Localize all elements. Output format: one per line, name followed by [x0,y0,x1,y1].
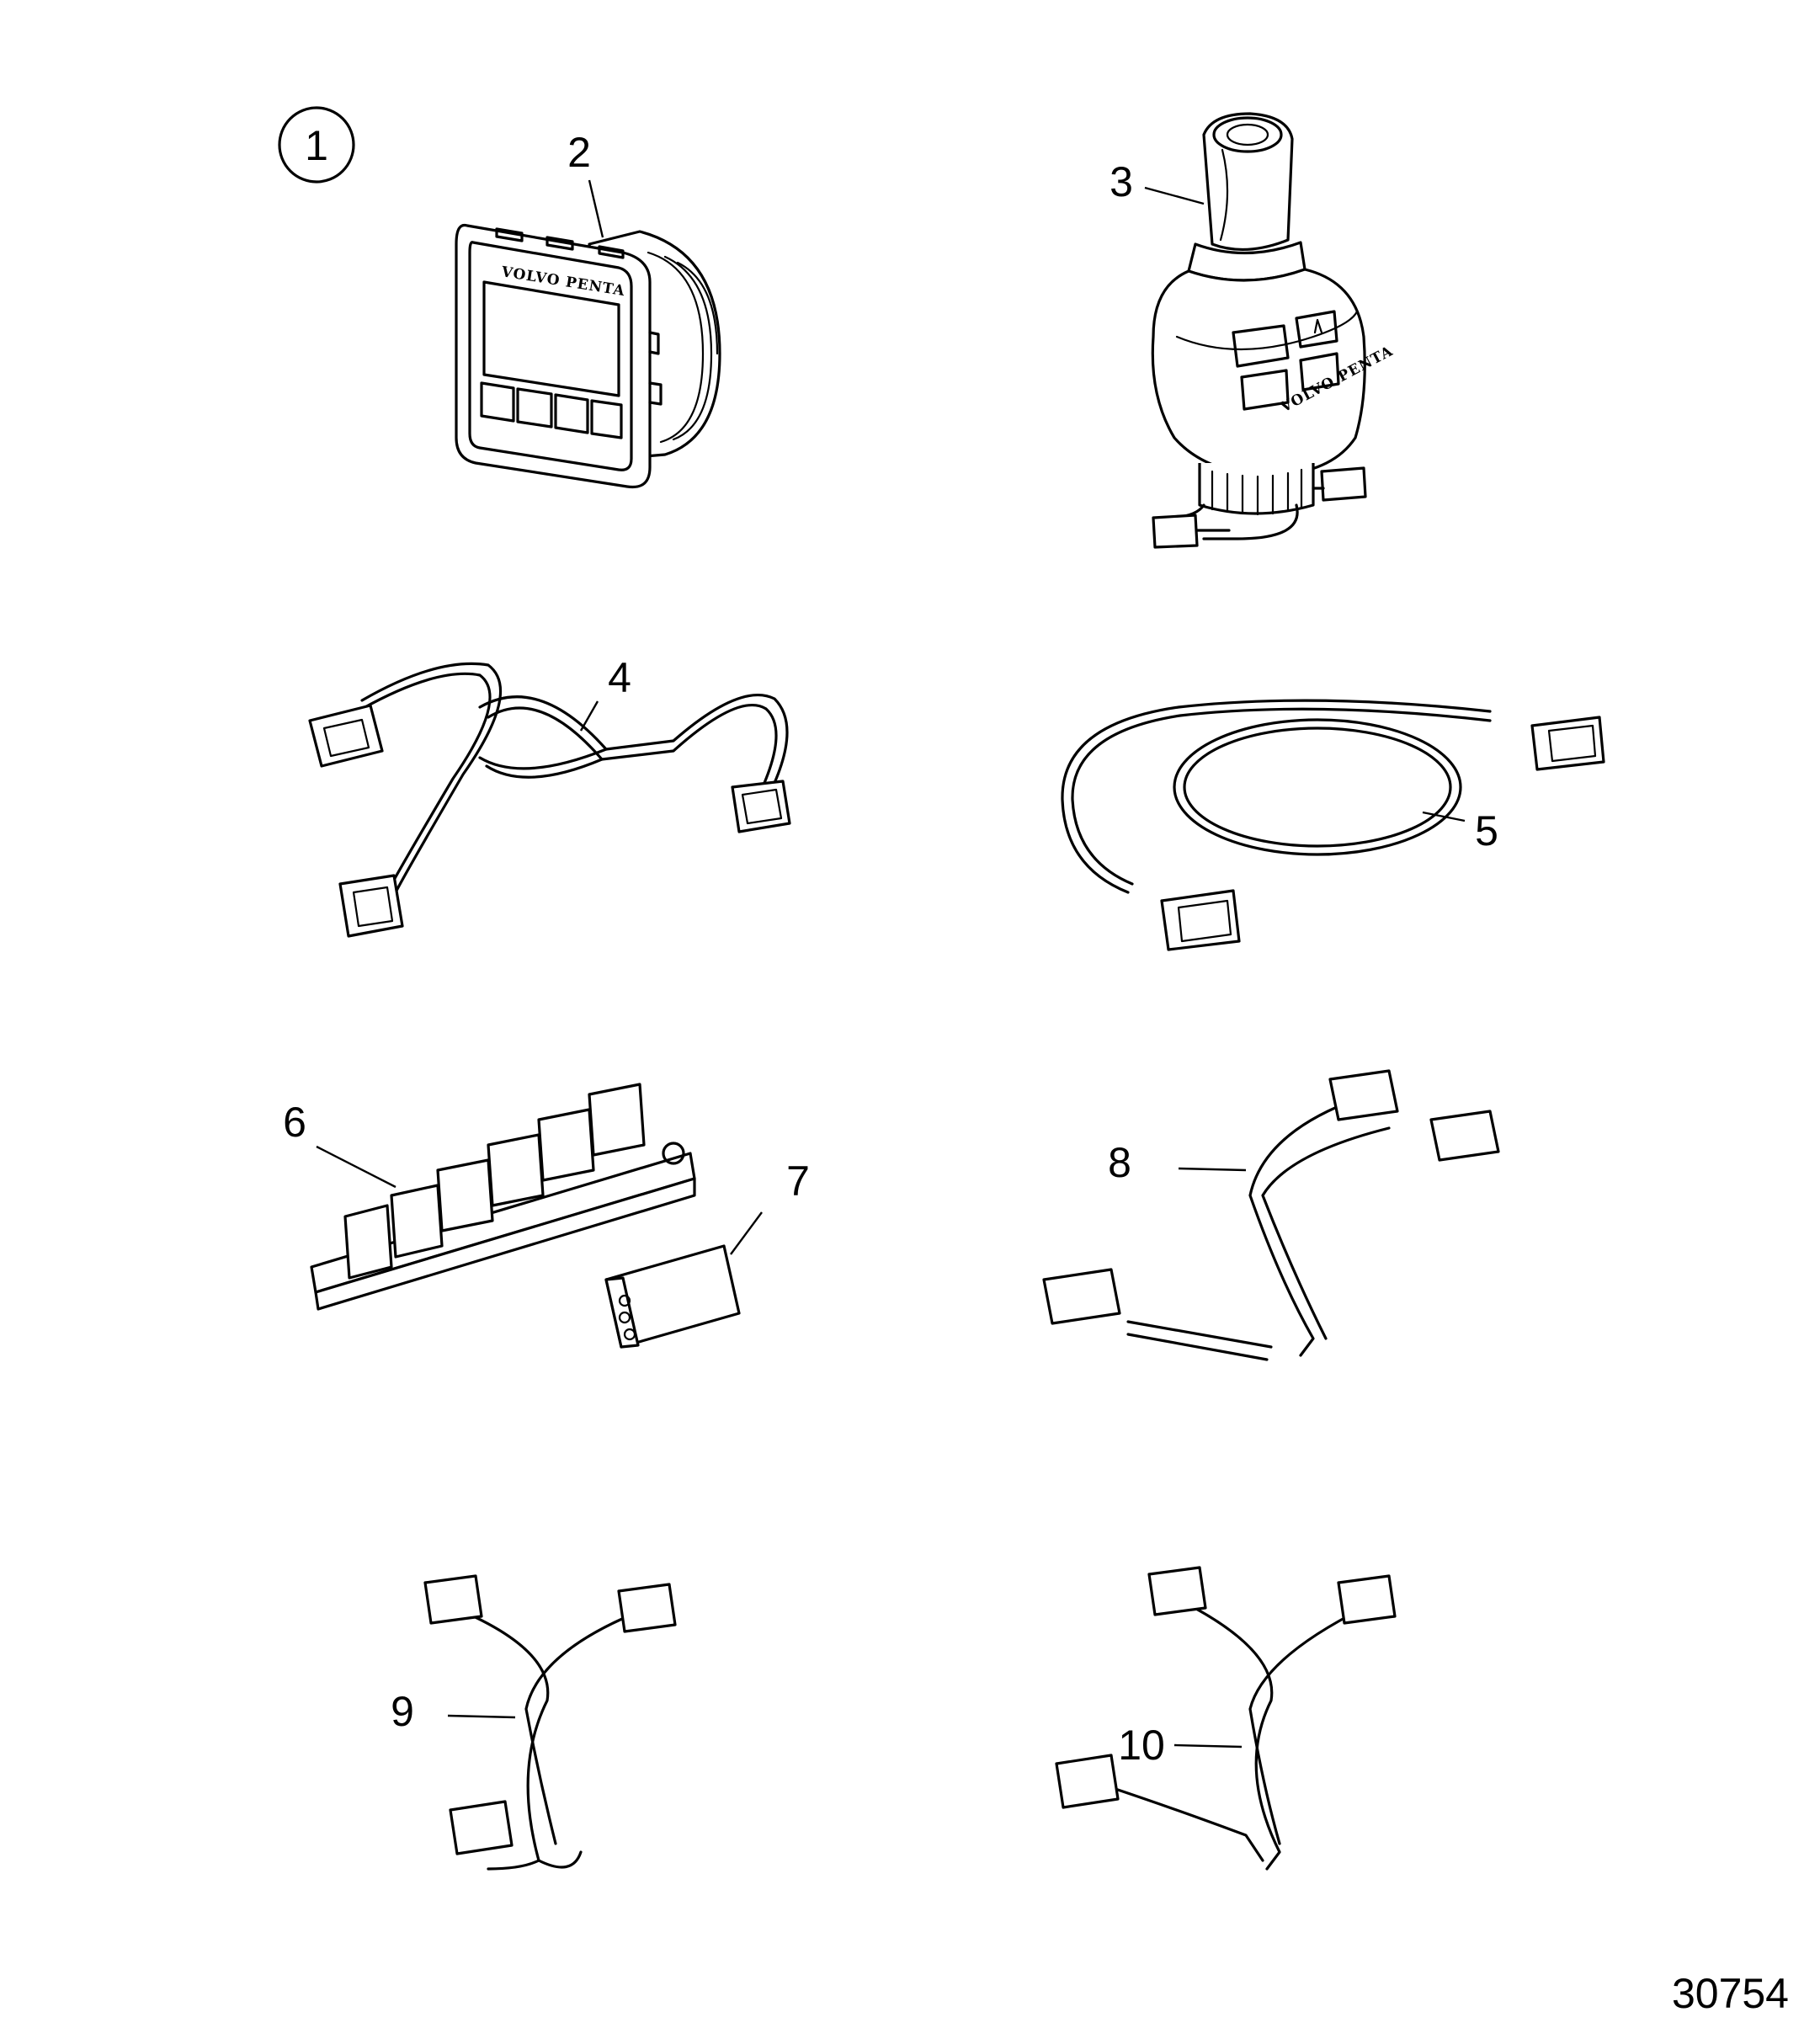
part-2-display: VOLVO PENTA 2 [455,129,721,489]
part-7-plug: 7 [604,1158,810,1349]
callout-2: 2 [567,129,591,176]
callout-4: 4 [608,654,631,701]
part-6-block: 6 [283,1083,696,1311]
group-marker-label: 1 [305,122,328,169]
group-marker: 1 [278,106,355,184]
part-8-harness: 8 [1042,1069,1500,1361]
part-9-harness: 9 [391,1574,677,1871]
part-10-harness: 10 [1055,1566,1397,1871]
callout-6: 6 [283,1099,306,1146]
callout-10: 10 [1118,1722,1165,1769]
callout-9: 9 [391,1688,414,1735]
callout-3: 3 [1110,158,1133,205]
part-3-joystick: VOLVO PENTA 3 [1110,112,1396,549]
callout-8: 8 [1108,1139,1131,1186]
part-4-harness: 4 [308,654,791,938]
callout-7: 7 [786,1158,810,1205]
part-5-cable: 5 [1061,699,1605,951]
figure-number: 30754 [1672,1970,1789,2017]
callout-5: 5 [1475,807,1498,854]
